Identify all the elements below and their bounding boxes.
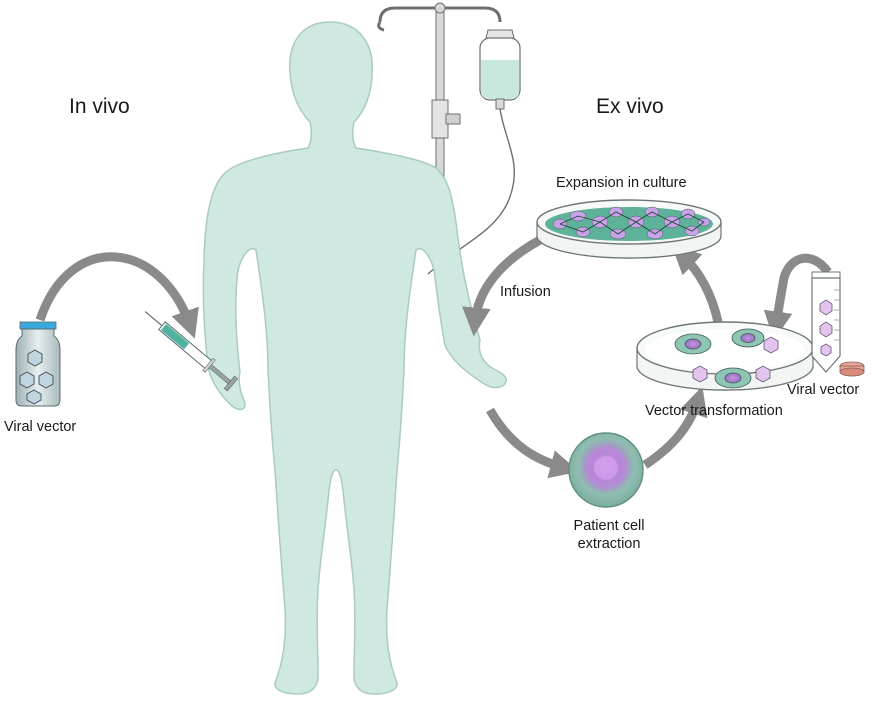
human-body [202,21,508,695]
viral-vector-vial-left [15,321,61,407]
viral-vector-right-label: Viral vector [787,382,860,398]
arrow-tube-to-dish [763,253,832,341]
patient-cell-label-line1: Patient cell [573,518,645,534]
vector-transformation-label: Vector transformation [645,403,783,419]
arrow-dish-to-culture [671,245,723,324]
patient-cell [568,432,644,508]
iv-drip-stand [377,2,502,209]
expansion-label: Expansion in culture [556,175,687,191]
iv-bag [427,29,521,275]
arrow-culture-to-body [462,236,543,337]
arrow-hand-to-cell [486,407,579,479]
patient-cell-label-line2: extraction [577,536,641,552]
arrow-cell-to-dish [642,386,708,469]
culture-dish [536,199,722,259]
arrows [35,236,832,479]
viral-vector-left-label: Viral vector [4,419,77,435]
transformation-dish [636,321,814,391]
viral-vector-tube-right [811,271,865,377]
in-vivo-title: In vivo [69,95,130,118]
arrow-vial-to-syringe [35,252,199,339]
ex-vivo-title: Ex vivo [596,95,664,118]
patient-cell-label: Patient cell extraction [556,517,662,553]
infusion-label: Infusion [500,284,551,300]
